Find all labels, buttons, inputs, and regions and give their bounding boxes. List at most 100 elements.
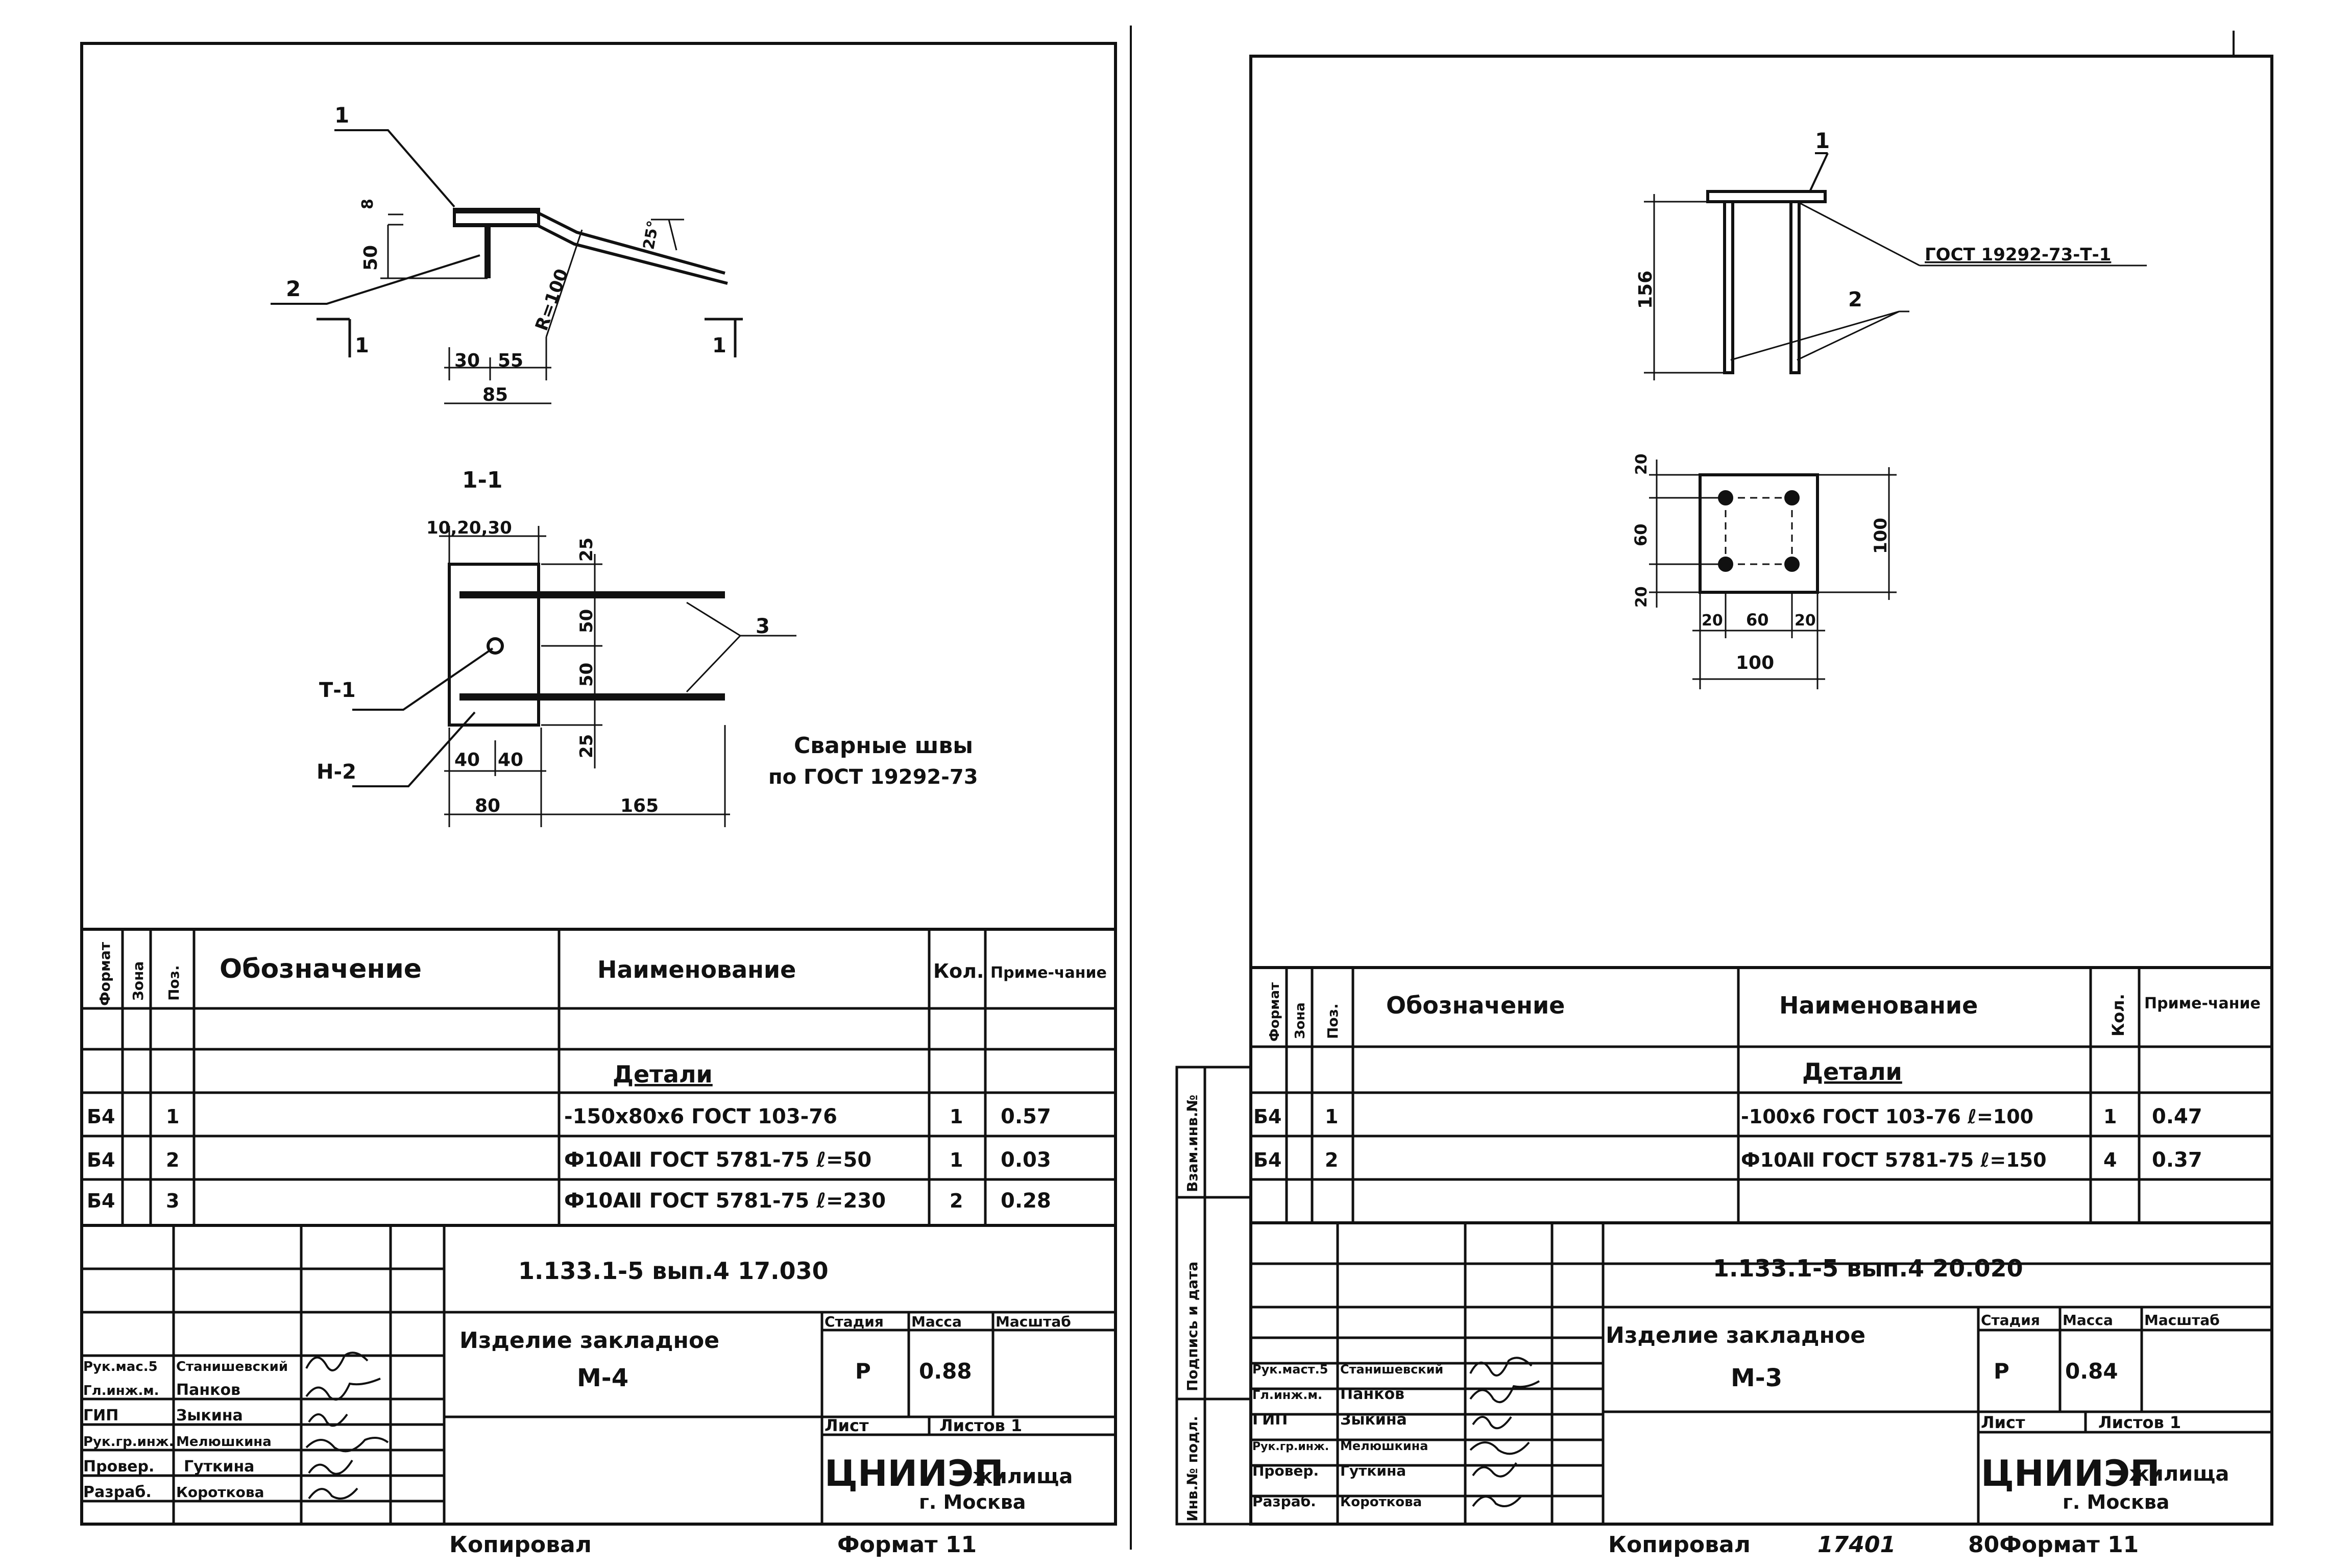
dim-h20b: 20: [1795, 612, 1816, 630]
dim-r25b: 25: [576, 734, 597, 758]
dim-85: 85: [482, 384, 508, 405]
doc-code: 1.133.1-5 вып.4 20.020: [1713, 1255, 2023, 1282]
staff-role: Провер.: [1252, 1462, 1319, 1479]
right-spec-table: [1249, 966, 2273, 1224]
left-spec-table: [80, 928, 1117, 1227]
label-n2: Н-2: [317, 760, 356, 784]
staff-role: Рук.маст.5: [1252, 1362, 1328, 1377]
org-city: г. Москва: [2063, 1491, 2169, 1513]
cut-mark-right: 1: [712, 334, 726, 357]
left-spec-row: Б4 2 Ф10АⅡ ГОСТ 5781-75 ℓ=50 1 0.03: [87, 1148, 1051, 1172]
cell-format: Б4: [87, 1105, 115, 1128]
footer-format: Формат 11: [837, 1532, 977, 1558]
hdr-zone: Зона: [1293, 1002, 1308, 1039]
cell-format: Б4: [87, 1149, 115, 1171]
cell-name: Ф10АⅡ ГОСТ 5781-75 ℓ=50: [564, 1148, 871, 1172]
doc-title2: М-3: [1731, 1364, 1782, 1392]
dim-v100: 100: [1871, 518, 1891, 554]
left-spec-row: Б4 1 -150х80х6 ГОСТ 103-76 1 0.57: [87, 1105, 1051, 1128]
left-spec-row: Б4 3 Ф10АⅡ ГОСТ 5781-75 ℓ=230 2 0.28: [87, 1189, 1051, 1213]
org-name2: жилища: [2129, 1462, 2229, 1486]
cell-note: 0.47: [2152, 1105, 2202, 1128]
stage-value: Р: [1994, 1359, 2009, 1384]
hdr-qty: Кол.: [933, 960, 984, 982]
dim-b165: 165: [620, 795, 659, 816]
staff-name: Панков: [176, 1381, 240, 1399]
hdr-pos: Поз.: [1324, 1003, 1341, 1039]
dim-55: 55: [498, 350, 523, 371]
dim-50: 50: [360, 245, 381, 271]
left-staff-list: Рук.мас.5 Станишевский Гл.инж.м. Панков …: [83, 1359, 288, 1501]
staff-name: Короткова: [1340, 1494, 1422, 1510]
cell-note: 0.28: [1001, 1189, 1051, 1213]
staff-name: Мелюшкина: [1340, 1439, 1428, 1453]
staff-role: Провер.: [83, 1458, 154, 1476]
dim-r50b: 50: [576, 663, 597, 687]
hdr-qty: Кол.: [2108, 994, 2128, 1036]
scale-header: Масштаб: [996, 1313, 1071, 1330]
staff-role: ГИП: [1252, 1411, 1288, 1429]
cell-format: Б4: [1253, 1149, 1281, 1171]
stamp-inv: Инв.№ подл.: [1184, 1416, 1201, 1522]
dim-b40: 40: [454, 750, 480, 770]
footer-copied: Копировал: [449, 1532, 592, 1558]
right-leader-1: 1: [1815, 128, 1830, 153]
staff-name: Мелюшкина: [176, 1434, 272, 1450]
hdr-note: Приме-чание: [990, 964, 1107, 982]
staff-role: Рук.мас.5: [83, 1359, 158, 1374]
dim-v60: 60: [1631, 523, 1651, 546]
left-signatures: [305, 1352, 389, 1500]
dim-r50a: 50: [576, 609, 597, 633]
right-frame: [1249, 55, 2273, 1526]
staff-role: Разраб.: [1252, 1493, 1316, 1510]
dim-r25a: 25: [576, 538, 597, 562]
doc-title1: Изделие закладное: [459, 1328, 719, 1354]
sheets-label: Листов 1: [939, 1416, 1022, 1435]
right-side-view: [1644, 152, 2147, 380]
label-item3: 3: [756, 615, 770, 638]
cell-qty: 1: [950, 1105, 963, 1128]
right-leader-2: 2: [1848, 288, 1862, 311]
left-sheet: 1 2 8 50 30 55 85 R=100 25° 1 1 1-1 10,2…: [80, 26, 1132, 1558]
staff-role: ГИП: [83, 1407, 118, 1425]
footer-copied: Копировал: [1608, 1532, 1751, 1558]
footer-number: 17401: [1817, 1532, 1896, 1558]
staff-name: Зыкина: [176, 1407, 243, 1425]
cell-name: -150х80х6 ГОСТ 103-76: [564, 1105, 837, 1128]
cell-qty: 4: [2103, 1149, 2117, 1171]
cell-note: 0.03: [1001, 1148, 1051, 1172]
weld-note-line2: по ГОСТ 19292-73: [768, 765, 978, 789]
stamp-vzam: Взам.инв.№: [1184, 1095, 1201, 1192]
sheets-label: Листов 1: [2098, 1413, 2181, 1432]
right-plan-view: [1649, 460, 1897, 689]
hdr-name: Наименование: [1779, 992, 1978, 1019]
cell-pos: 2: [1325, 1149, 1338, 1171]
cell-note: 0.57: [1001, 1105, 1051, 1128]
dim-b40b: 40: [498, 750, 523, 770]
hdr-format: Формат: [96, 942, 113, 1006]
staff-name: Зыкина: [1340, 1411, 1407, 1429]
cell-format: Б4: [1253, 1105, 1281, 1128]
weld-reference: ГОСТ 19292-73-Т-1: [1925, 245, 2111, 265]
dim-30: 30: [454, 350, 480, 371]
cell-qty: 1: [2103, 1105, 2117, 1128]
dim-v20a: 20: [1633, 453, 1651, 475]
cell-pos: 1: [166, 1105, 179, 1128]
left-leader-2: 2: [286, 276, 301, 301]
staff-role: Рук.гр.инж.: [1252, 1440, 1329, 1453]
dim-h100: 100: [1736, 653, 1774, 673]
label-t1: Т-1: [319, 679, 356, 702]
cell-format: Б4: [87, 1190, 115, 1212]
right-signatures: [1469, 1357, 1540, 1507]
hdr-note: Приме-чание: [2144, 995, 2261, 1012]
mass-value: 0.88: [919, 1359, 972, 1384]
staff-name: Станишевский: [1340, 1362, 1443, 1377]
right-title-block: [1251, 1223, 2272, 1524]
cell-qty: 2: [950, 1190, 963, 1212]
left-title-block: [82, 1225, 1116, 1524]
radius-label: R=100: [531, 266, 573, 333]
org-city: г. Москва: [919, 1491, 1026, 1513]
mass-value: 0.84: [2065, 1359, 2118, 1384]
cell-pos: 1: [1325, 1105, 1338, 1128]
